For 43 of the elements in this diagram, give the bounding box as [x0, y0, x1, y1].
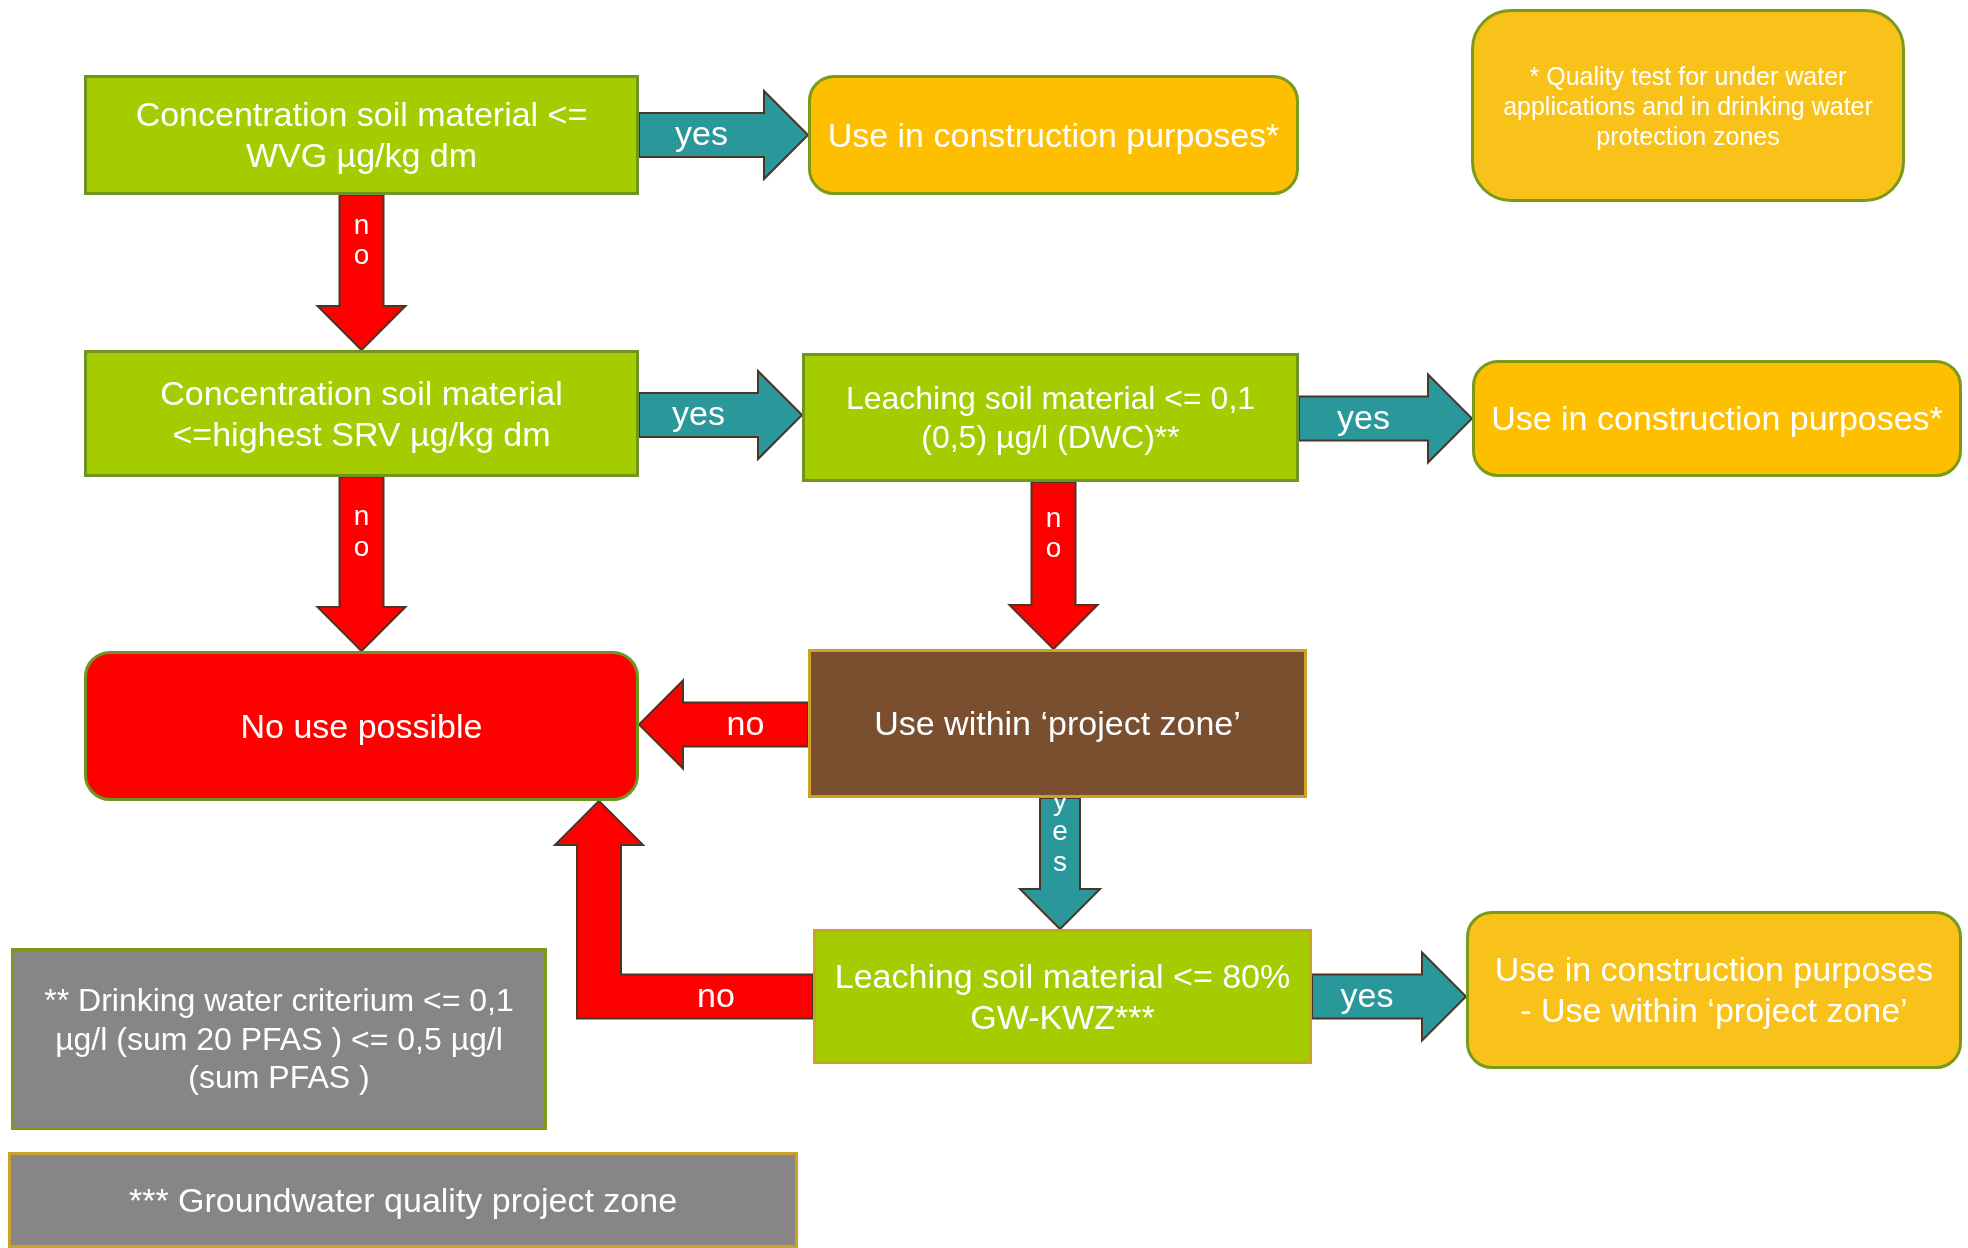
rejection-box — [84, 651, 639, 801]
box-text: Concentration soil material <=highest SRV µg/kg dm — [159, 372, 564, 455]
box-text: Use in construction purposes - Use within ‘project zone’ — [1493, 949, 1935, 1031]
block-arrow — [637, 678, 809, 771]
process-box — [802, 353, 1299, 482]
box-text: Concentration soil material <= WVG µg/kg dm — [134, 94, 589, 176]
edge-label: no — [726, 705, 765, 740]
block-arrow — [1017, 797, 1103, 931]
process-box — [808, 649, 1307, 798]
outcome-box — [808, 75, 1299, 195]
block-arrow — [1298, 372, 1474, 465]
box-text: Use in construction purposes* — [1491, 398, 1943, 439]
box-text: *** Groundwater quality project zone — [128, 1179, 678, 1221]
footnote-box — [8, 1152, 798, 1248]
block-arrow — [1007, 481, 1100, 651]
outcome-box — [1466, 911, 1962, 1069]
box-text: ** Drinking water criterium <= 0,1 µg/l (sum 20 PFAS ) <= 0,5 µg/l (sum PFAS ) — [43, 981, 515, 1097]
box-text: Use in construction purposes* — [827, 114, 1280, 156]
edge-label: yes — [672, 396, 725, 431]
note-box — [1471, 9, 1905, 202]
block-arrow — [1311, 950, 1468, 1043]
edge-label: no — [352, 501, 371, 563]
edge-label: no — [352, 209, 371, 272]
block-arrow — [315, 194, 408, 352]
outcome-box — [1472, 360, 1962, 477]
process-box — [813, 929, 1312, 1064]
edge-label: no — [697, 977, 735, 1012]
box-text: * Quality test for under water applications and in drinking water protection zones — [1502, 60, 1874, 151]
box-text: No use possible — [240, 705, 483, 747]
process-box — [84, 75, 639, 195]
box-text: Leaching soil material <= 0,1 (0,5) µg/l (DWC)** — [844, 379, 1257, 456]
block-arrow — [638, 368, 804, 462]
edge-label: yes — [1340, 977, 1394, 1012]
block-arrow — [638, 88, 810, 182]
footnote-box — [11, 948, 547, 1130]
edge-label: no — [1044, 502, 1063, 565]
edge-label: yes — [1337, 399, 1390, 434]
process-box — [84, 350, 639, 477]
block-arrow — [315, 476, 408, 653]
box-text: Leaching soil material <= 80% GW-KWZ*** — [833, 955, 1292, 1038]
block-arrow — [552, 799, 814, 1020]
edge-label: yes — [675, 116, 728, 151]
box-text: Use within ‘project zone’ — [874, 703, 1241, 744]
